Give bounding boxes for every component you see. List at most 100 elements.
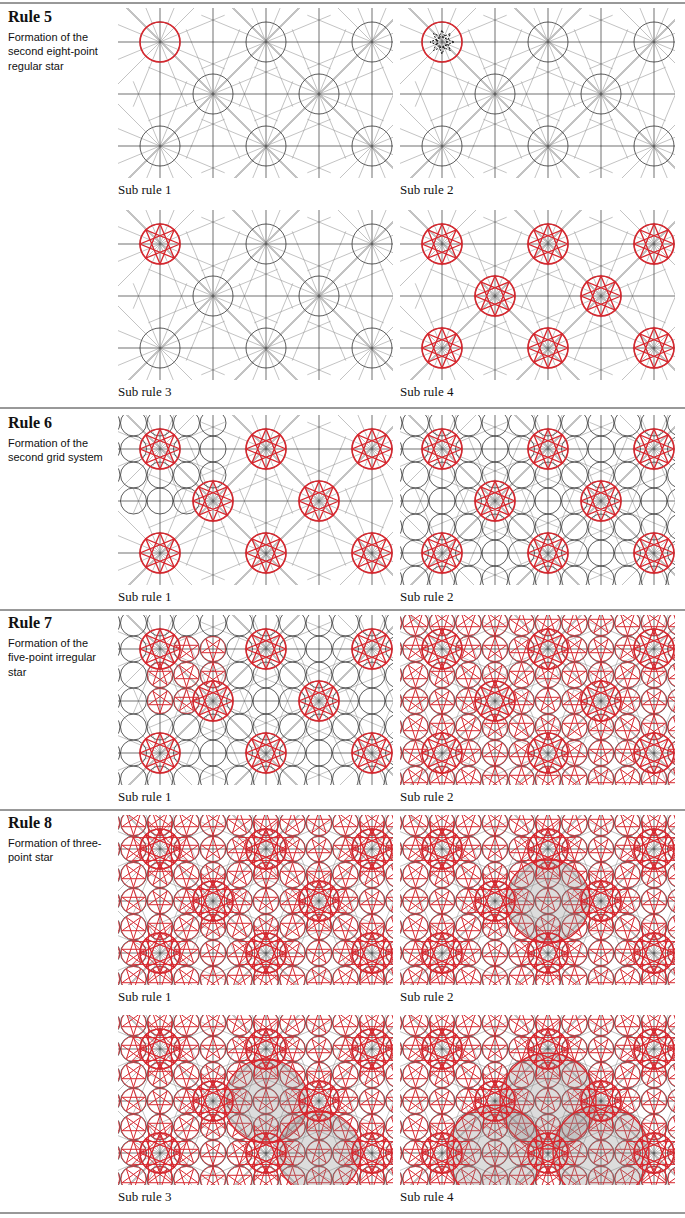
five-point-star-circle: [121, 889, 146, 914]
five-point-star-circle: [386, 967, 393, 986]
construction-line: [400, 8, 654, 178]
five-point-star-circle: [589, 837, 614, 862]
five-point-star-circle: [333, 967, 358, 986]
five-point-star: [308, 969, 331, 985]
star-circle: [246, 533, 286, 573]
eight-point-star: [352, 429, 392, 469]
five-point-star-circle: [174, 915, 199, 940]
grid-circle: [200, 914, 226, 940]
five-point-star: [334, 815, 357, 835]
three-point-star: [626, 925, 675, 980]
five-point-star: [122, 917, 145, 939]
five-point-star-circle: [430, 689, 455, 714]
construction-line: [345, 283, 393, 380]
five-point-star: [484, 815, 507, 835]
construction-line: [442, 415, 675, 585]
construction-line: [160, 415, 393, 585]
five-point-star-circle: [400, 741, 402, 766]
grid-circle: [306, 940, 332, 966]
five-point-star-circle: [589, 767, 614, 786]
five-point-star-circle: [121, 815, 146, 836]
construction-line: [118, 1015, 393, 1185]
five-point-star: [484, 615, 507, 635]
star-circle: [140, 1029, 180, 1069]
five-point-star-circle: [536, 767, 561, 786]
grid-circle: [400, 940, 402, 966]
construction-line: [160, 1015, 393, 1185]
construction-line: [442, 415, 675, 585]
five-point-star-circle: [400, 767, 402, 786]
grid-circle: [668, 714, 676, 740]
three-point-star-region: [506, 859, 590, 943]
eight-point-star: [475, 481, 515, 521]
three-point-star: [520, 925, 575, 980]
grid-line: [213, 615, 214, 785]
grid-circle: [200, 1036, 226, 1062]
grid-circle: [456, 966, 482, 985]
grid-circle: [535, 514, 561, 540]
construction-line: [400, 415, 654, 585]
pattern-clip: [118, 1015, 393, 1185]
grid-circle: [482, 815, 508, 836]
construction-line: [400, 210, 675, 380]
five-point-star: [404, 969, 427, 985]
five-point-star-circle: [201, 967, 226, 986]
construction-circle: [634, 328, 674, 368]
three-point-star: [414, 821, 469, 876]
construction-line: [400, 8, 654, 178]
five-point-star-circle: [403, 663, 428, 688]
five-point-star: [643, 891, 666, 913]
five-point-star-circle: [456, 863, 481, 888]
grid-circle: [535, 566, 561, 585]
three-point-star: [344, 925, 393, 980]
five-point-star: [175, 815, 198, 835]
star-circle: [352, 629, 392, 669]
five-point-star-circle: [121, 967, 146, 986]
construction-line: [400, 210, 654, 380]
construction-line: [627, 210, 675, 309]
grid-line: [160, 8, 161, 178]
grid-circle: [456, 662, 482, 688]
grid-circle: [482, 714, 508, 740]
construction-line: [118, 1015, 372, 1185]
grid-circle: [482, 436, 508, 462]
grid-circle: [200, 615, 226, 636]
star-circle: [634, 829, 674, 869]
five-point-star-circle: [333, 815, 358, 836]
construction-circle: [528, 429, 568, 469]
construction-line: [442, 8, 675, 178]
five-point-star-circle: [400, 915, 402, 940]
grid-circle: [200, 415, 226, 436]
construction-circle: [352, 22, 392, 62]
eight-point-star: [299, 481, 339, 521]
construction-line: [118, 8, 393, 178]
grid-circle: [174, 1015, 200, 1036]
grid-circle: [227, 966, 253, 985]
five-point-star-circle: [668, 889, 675, 914]
construction-circle: [352, 629, 392, 669]
construction-line: [118, 1015, 393, 1185]
construction-line: [118, 8, 372, 178]
construction-line: [400, 615, 654, 785]
three-point-star: [132, 1125, 187, 1180]
five-point-star-circle: [280, 967, 305, 986]
construction-line: [118, 615, 372, 785]
star-circle: [475, 881, 515, 921]
eight-point-star: [140, 629, 180, 669]
construction-line: [160, 615, 393, 785]
construction-line: [400, 415, 654, 585]
five-point-star-circle: [386, 1089, 393, 1114]
grid-circle: [668, 615, 676, 636]
grid-circle: [588, 914, 614, 940]
grid-circle: [121, 1015, 147, 1036]
eight-point-star: [634, 933, 674, 973]
grid-circle: [359, 766, 385, 785]
five-point-star-circle: [509, 715, 534, 740]
grid-circle: [456, 714, 482, 740]
five-point-star-circle: [668, 815, 675, 836]
grid-circle: [535, 415, 561, 436]
five-point-star-circle: [615, 715, 640, 740]
grid-circle: [456, 766, 482, 785]
grid-circle: [400, 766, 402, 785]
star-circle: [352, 1029, 392, 1069]
